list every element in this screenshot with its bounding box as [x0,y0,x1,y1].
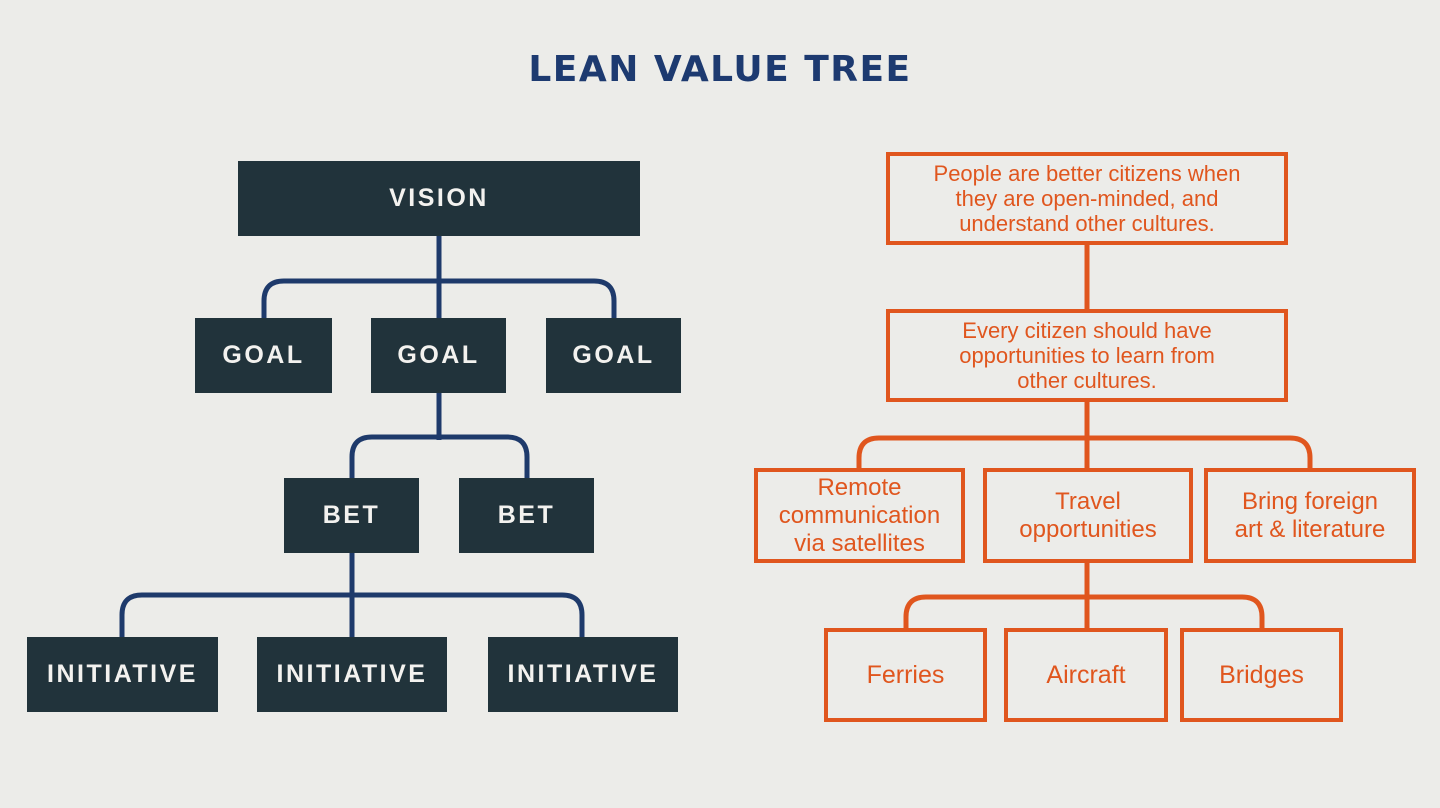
example-initiative-box-3: Bridges [1180,628,1343,722]
edge-goal-rail [261,278,617,322]
example-initiative-label: Bridges [1219,660,1304,689]
vision-box: VISION [238,161,640,236]
example-goal-line: other cultures. [1017,368,1157,393]
bet-label: BET [322,501,381,529]
edge-bet-rail [856,435,1313,472]
example-bet-line: via satellites [794,529,925,557]
example-vision-line: they are open-minded, and [955,186,1219,211]
example-initiative-box-2: Aircraft [1004,628,1168,722]
example-bet-line: Travel [1055,487,1121,515]
initiative-box-3: INITIATIVE [488,637,678,712]
initiative-label: INITIATIVE [47,660,198,688]
initiative-box-2: INITIATIVE [257,637,447,712]
initiative-box-1: INITIATIVE [27,637,218,712]
edge-bet-rail [349,434,530,482]
right-tree-connectors [856,245,1313,632]
vision-label: VISION [389,184,489,212]
example-bet-line: opportunities [1019,515,1157,543]
example-goal-box: Every citizen should have opportunities … [886,309,1288,402]
bet-box-2: BET [459,478,594,553]
goal-label: GOAL [222,341,305,369]
left-tree-connectors [119,236,617,641]
example-bet-line: art & literature [1234,515,1386,543]
example-bet-line: Bring foreign [1241,487,1379,515]
goal-box-2: GOAL [371,318,506,393]
goal-label: GOAL [572,341,655,369]
bet-label: BET [497,501,556,529]
goal-box-3: GOAL [546,318,681,393]
goal-box-1: GOAL [195,318,332,393]
example-bet-line: communication [778,501,941,529]
example-initiative-label: Aircraft [1046,660,1126,689]
example-vision-line: People are better citizens when [933,161,1241,186]
example-initiative-box-1: Ferries [824,628,987,722]
example-bet-box-1: Remote communication via satellites [754,468,965,563]
example-vision-line: understand other cultures. [959,211,1215,236]
example-bet-line: Remote [817,473,902,501]
example-bet-box-2: Travel opportunities [983,468,1193,563]
example-bet-box-3: Bring foreign art & literature [1204,468,1416,563]
bet-box-1: BET [284,478,419,553]
example-initiative-label: Ferries [866,660,945,689]
page-title: LEAN VALUE TREE [528,49,912,90]
edge-initiative-rail [903,594,1265,632]
initiative-label: INITIATIVE [276,660,428,688]
example-goal-line: Every citizen should have [962,318,1212,343]
edge-initiative-rail [119,592,585,641]
initiative-label: INITIATIVE [507,660,659,688]
goal-label: GOAL [397,341,480,369]
example-vision-box: People are better citizens when they are… [886,152,1288,245]
example-goal-line: opportunities to learn from [959,343,1215,368]
